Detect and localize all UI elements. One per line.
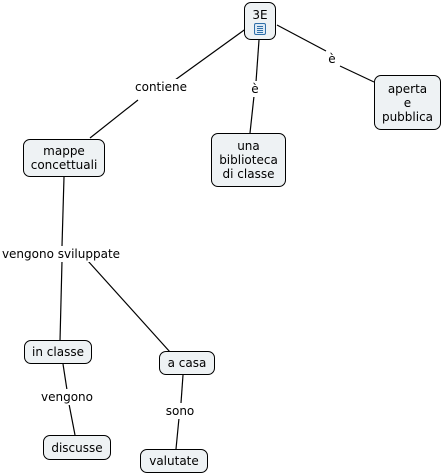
line-vengono-discusse <box>68 403 76 436</box>
line-root-e2 <box>276 24 327 52</box>
node-mappe-concettuali[interactable]: mappe concettuali <box>23 139 105 177</box>
line-contiene-mappe <box>89 99 139 139</box>
node-aperta-pubblica-label: aperta e pubblica <box>381 81 434 124</box>
link-label-e-biblioteca: è <box>249 81 261 97</box>
node-3e-label: 3E <box>252 7 268 22</box>
node-biblioteca[interactable]: una biblioteca di classe <box>211 133 286 187</box>
line-acasa-sono <box>180 374 184 404</box>
link-label-vengono: vengono <box>39 389 95 405</box>
link-label-sono: sono <box>163 403 197 419</box>
node-valutate-label: valutate <box>149 454 199 468</box>
node-discusse-label: discusse <box>51 440 103 455</box>
line-e1-biblioteca <box>249 95 255 134</box>
document-icon[interactable] <box>254 22 266 35</box>
line-vengonosviluppate-inclasse <box>59 260 63 342</box>
node-biblioteca-label: una biblioteca di classe <box>219 139 278 181</box>
line-sono-valutate <box>175 417 180 450</box>
node-in-classe-label: in classe <box>32 345 84 359</box>
node-in-classe[interactable]: in classe <box>24 340 92 364</box>
node-valutate[interactable]: valutate <box>140 449 208 473</box>
node-discusse[interactable]: discusse <box>43 435 111 460</box>
node-aperta-pubblica[interactable]: aperta e pubblica <box>374 75 441 130</box>
link-label-contiene: contiene <box>133 79 189 95</box>
node-mappe-concettuali-label: mappe concettuali <box>30 144 98 172</box>
line-root-e1 <box>255 39 260 83</box>
node-a-casa-label: a casa <box>167 356 207 370</box>
line-vengonosviluppate-acasa <box>87 260 171 353</box>
line-root-contiene <box>174 27 248 81</box>
line-inclasse-vengono <box>62 363 68 391</box>
link-label-e-aperta: è <box>326 51 338 67</box>
line-mappe-vengonosviluppate <box>61 176 65 247</box>
node-a-casa[interactable]: a casa <box>159 351 215 375</box>
line-e2-aperta <box>339 65 375 83</box>
node-3e[interactable]: 3E <box>244 2 276 40</box>
link-label-vengono-sviluppate: vengono sviluppate <box>0 246 123 262</box>
